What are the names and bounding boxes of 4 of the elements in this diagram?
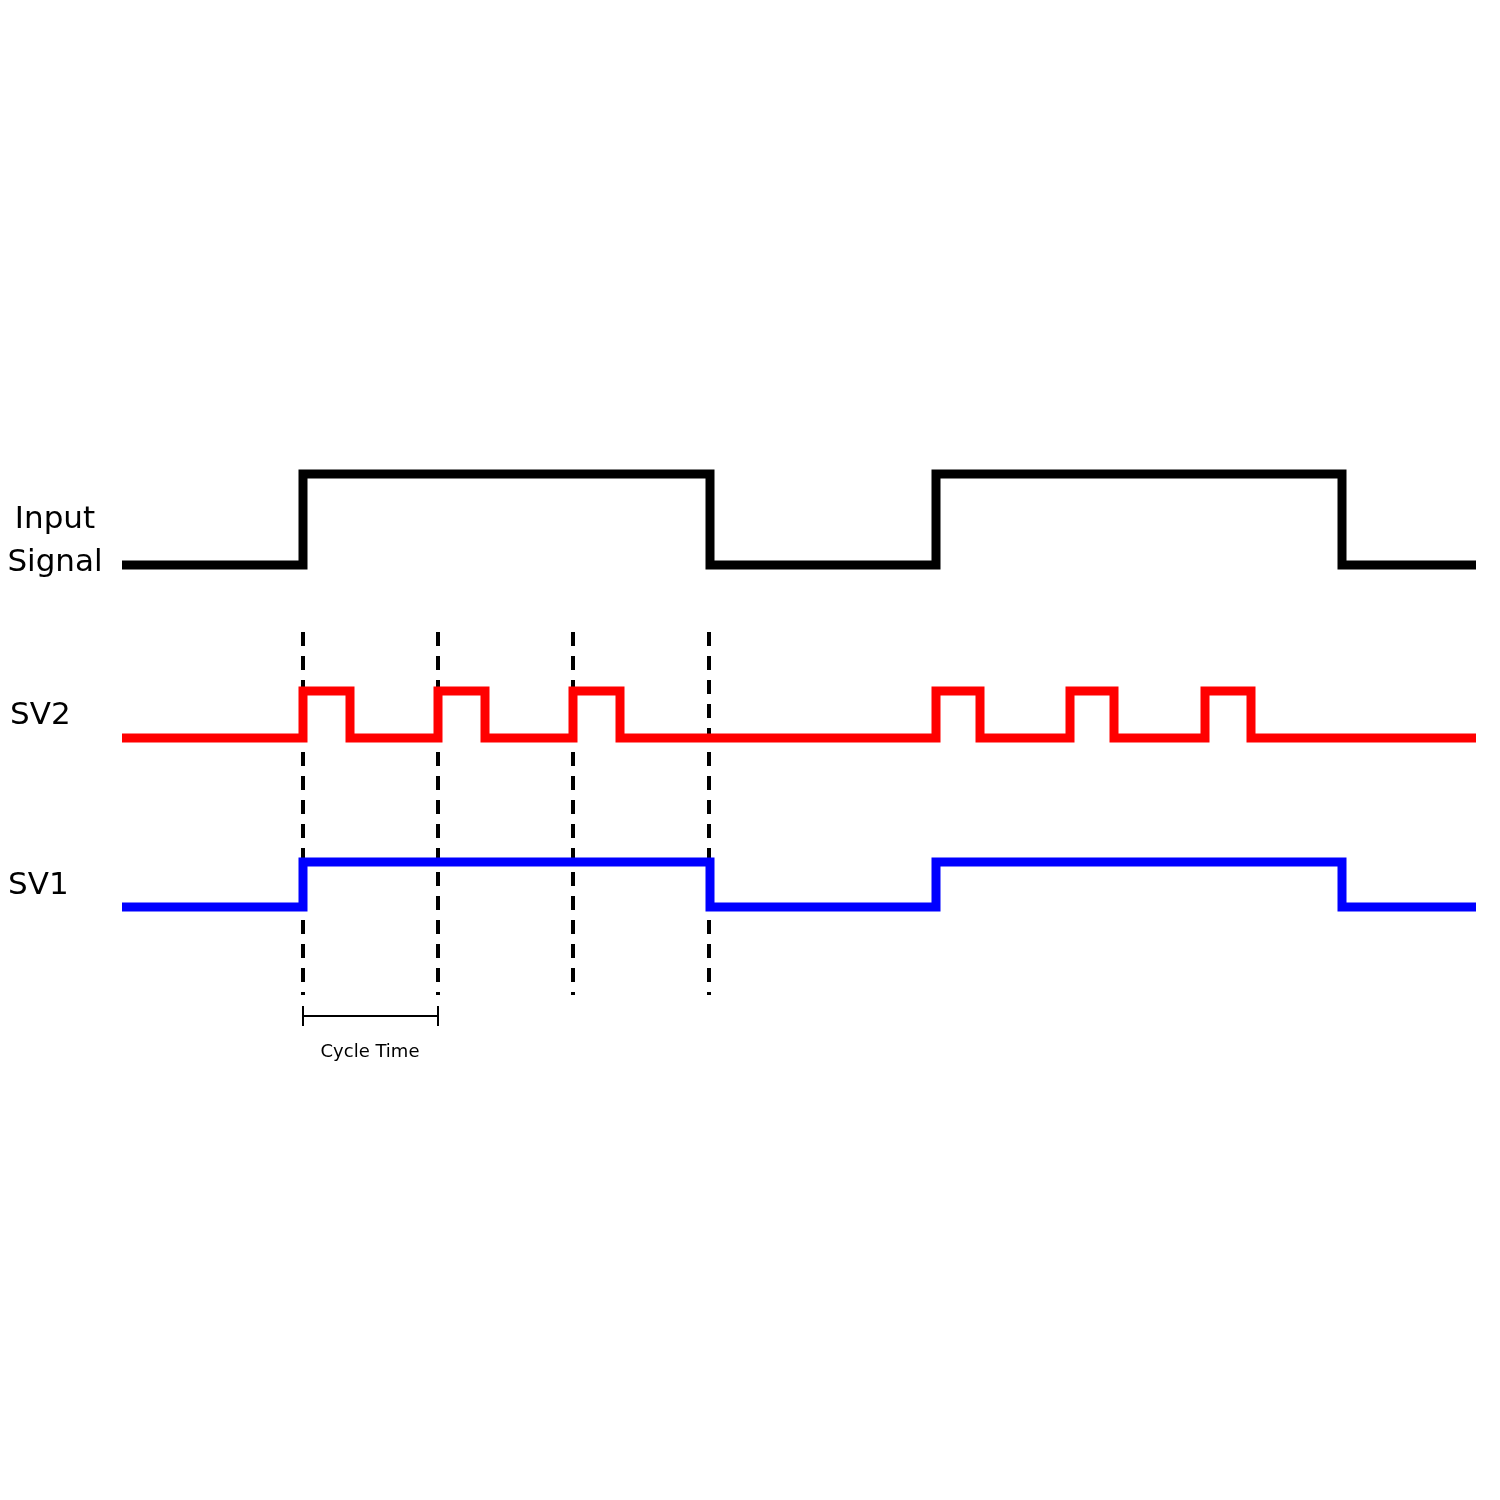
signal-label: SV2 [10, 694, 72, 733]
signal-label: Input Signal [6, 498, 104, 581]
dimension-label: Cycle Time [319, 1039, 421, 1063]
signal-label: SV1 [8, 864, 70, 903]
